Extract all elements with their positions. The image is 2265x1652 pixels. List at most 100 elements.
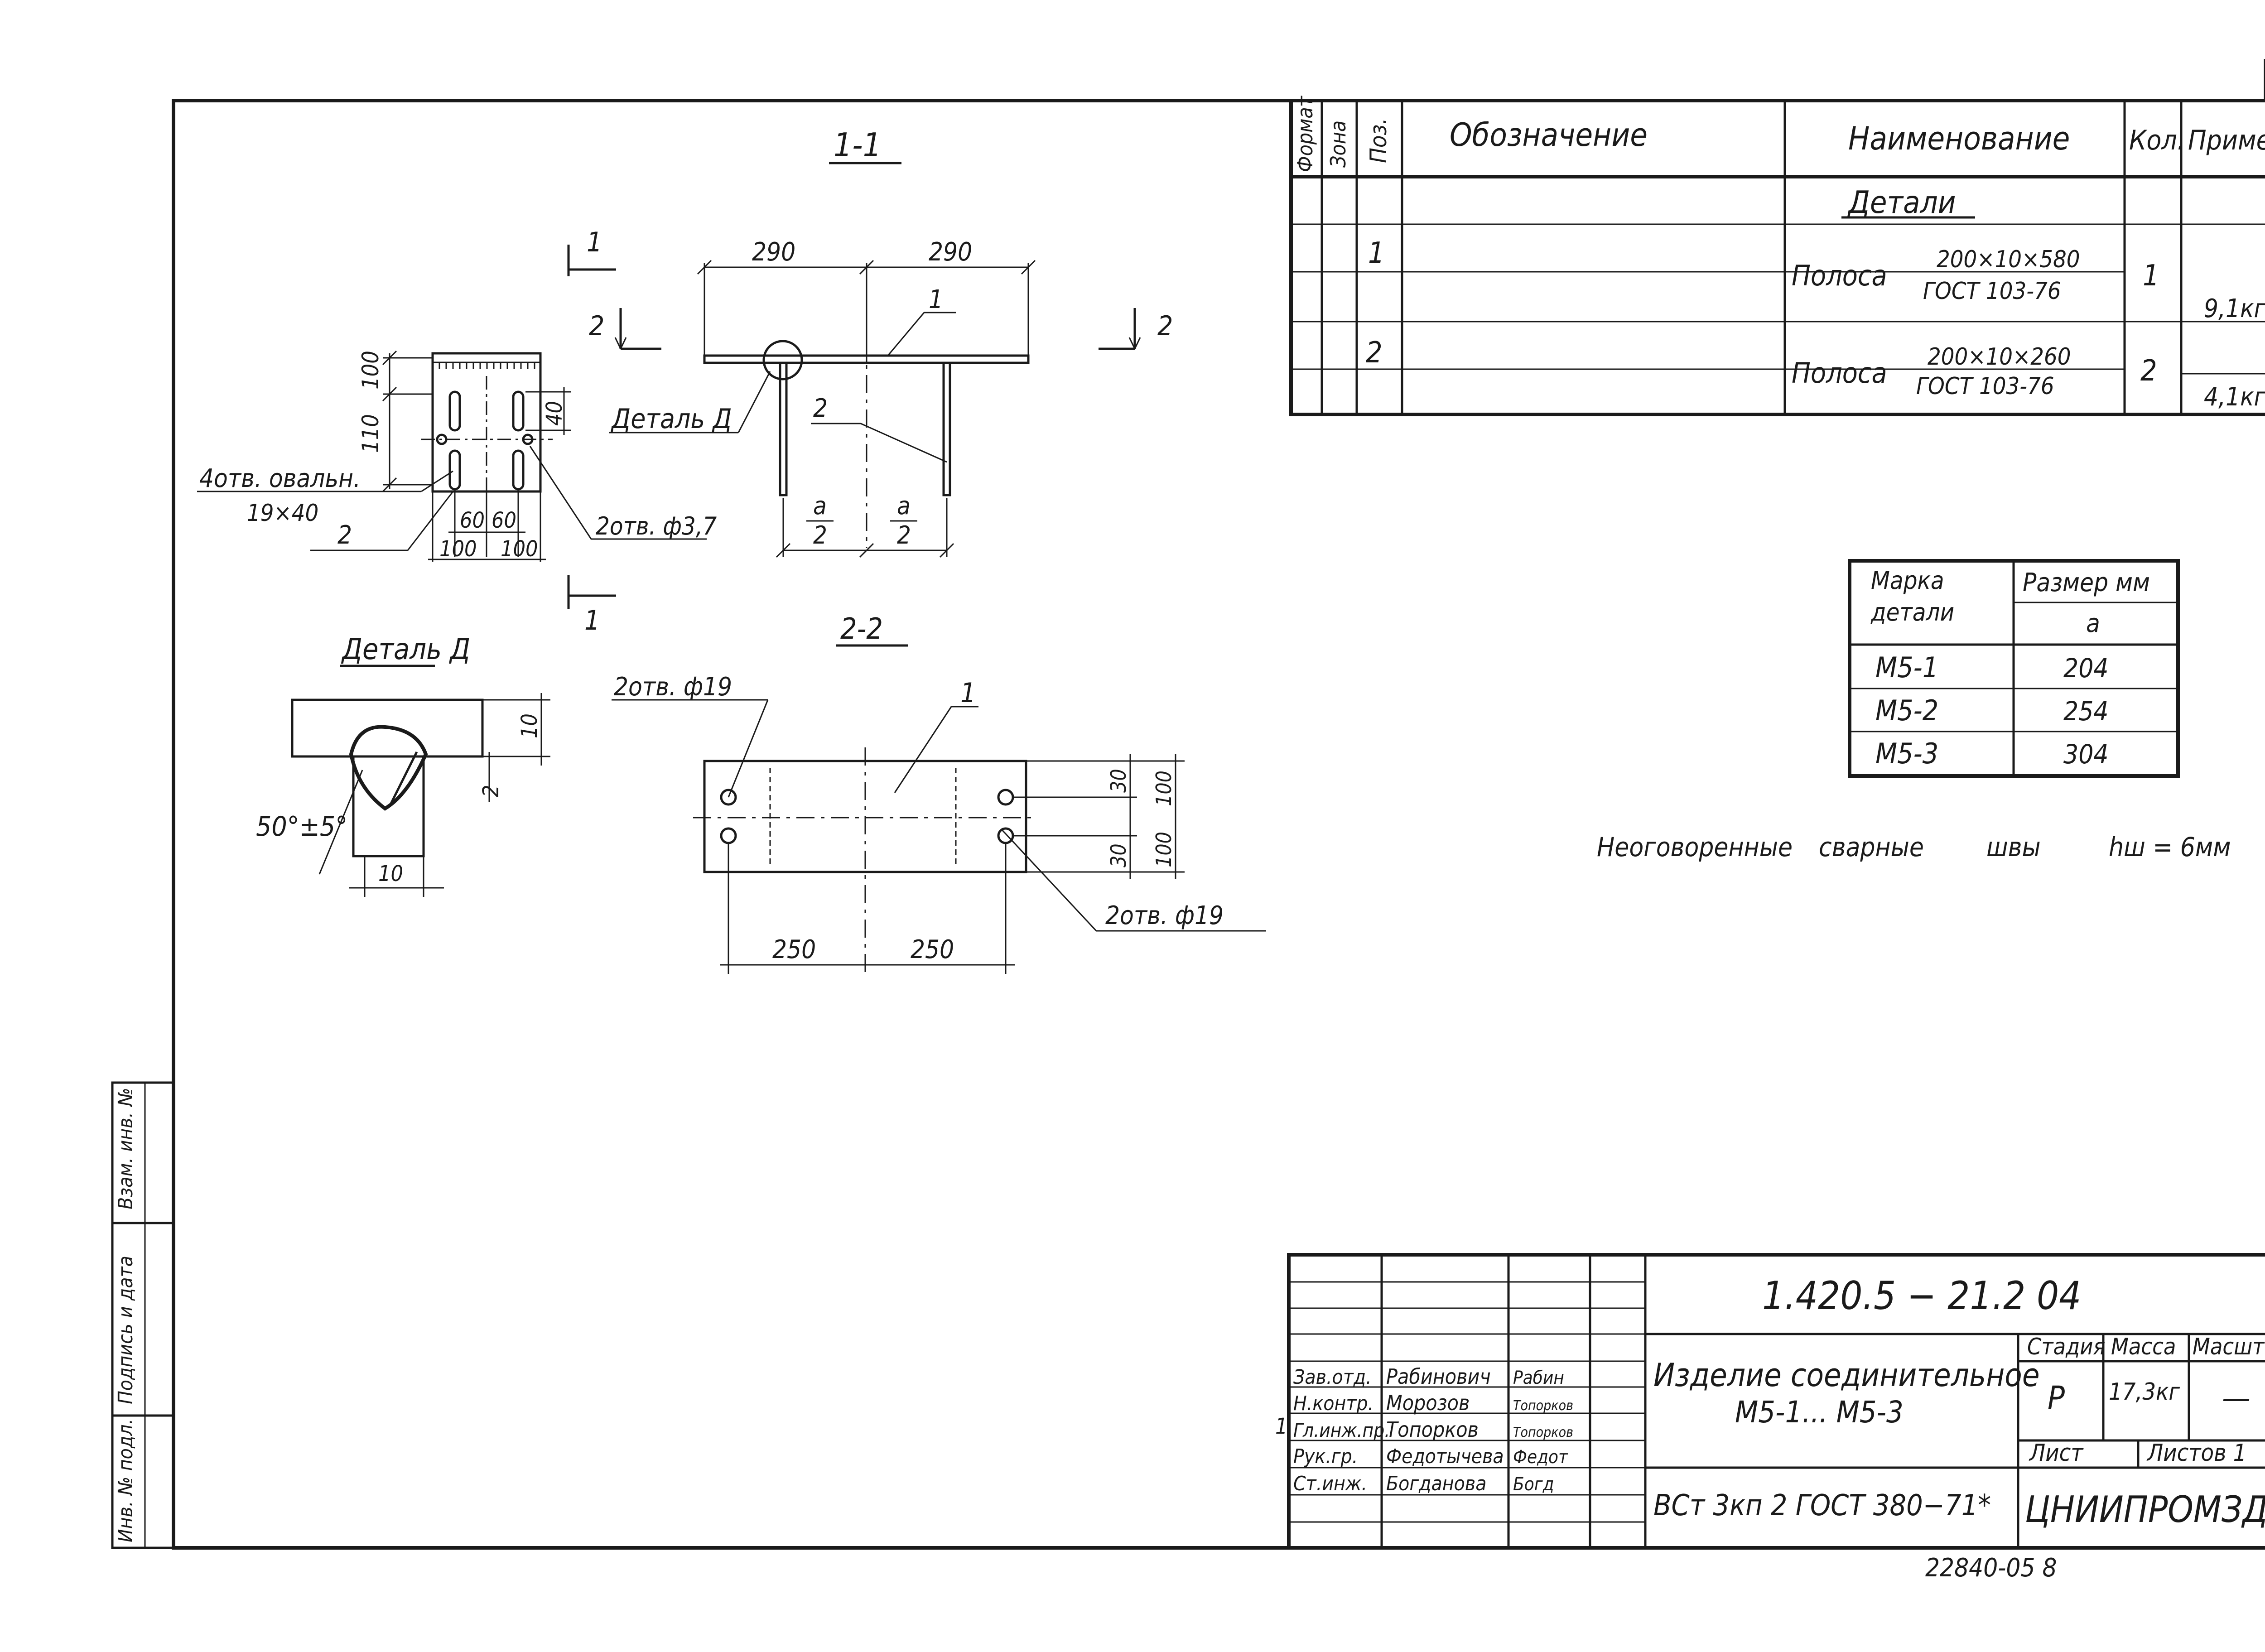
plate-view: 1 1 [197, 226, 717, 636]
round-holes-label: 2отв. ф3,7 [596, 512, 717, 540]
plate-part-2-label: 2 [337, 520, 352, 550]
spec-section-title: Детали [1847, 185, 1956, 221]
weld-note-1: Неоговоренные [1597, 832, 1793, 862]
weld-note: Неоговоренные сварные швы hш = 6мм [1597, 832, 2231, 862]
detail-d: Деталь Д 10 2 10 50°±5° [256, 633, 550, 897]
sig-sign-3: Топорков [1513, 1425, 1573, 1440]
spec-row2-qty: 2 [2140, 354, 2157, 388]
dim-100-bl: 100 [439, 536, 477, 562]
margin-stamp: Взам. инв. № Подпись и дата Инв. № подл. [111, 1081, 175, 1549]
spec-row1-std: ГОСТ 103-76 [1923, 278, 2061, 305]
view-1-1: 1-1 290 290 1 2 a [589, 126, 1173, 558]
dim-250-right: 250 [911, 935, 954, 964]
detail-d-ref: Деталь Д [611, 403, 732, 435]
size-hdr-a: a [2086, 609, 2100, 638]
holes-bottom-label: 2отв. ф19 [1105, 901, 1224, 930]
sig-role-1: Зав.отд. [1293, 1366, 1372, 1389]
dim-40: 40 [542, 401, 567, 426]
part-1-label: 1 [929, 285, 943, 314]
sig-name-4: Федотычева [1386, 1445, 1504, 1468]
dim-290-right: 290 [929, 237, 972, 267]
spec-hdr-pos: Поз. [1365, 118, 1392, 163]
cut-2-left: 2 [589, 310, 604, 342]
weld-note-2: сварные [1819, 832, 1924, 862]
spec-hdr-qty: Кол. [2129, 125, 2185, 156]
spec-row1-name: Полоса [1792, 259, 1887, 292]
size-row1-mark: М5-1 [1875, 651, 1938, 684]
detail-dim-10-bottom: 10 [378, 861, 403, 886]
dim-100-top: 100 [357, 351, 384, 390]
dim-100-top-r: 100 [1152, 771, 1176, 806]
dim-290-left: 290 [752, 237, 795, 267]
dim-a-left: a [813, 491, 827, 520]
spec-row2-std: ГОСТ 103-76 [1916, 373, 2054, 400]
drawing-frame [172, 99, 2265, 1550]
title-block: 1.420.5 − 21.2 04 Изделие соединительное… [1275, 1253, 2265, 1550]
margin-sign-date: Подпись и дата [114, 1256, 137, 1404]
size-hdr-size: Размер мм [2023, 568, 2150, 597]
sig-role-4: Рук.гр. [1293, 1445, 1358, 1468]
spec-row2-pos: 2 [1366, 336, 1383, 370]
spec-hdr-format: Формат [1293, 95, 1317, 172]
size-row2-a: 254 [2063, 696, 2109, 727]
weld-note-3: швы [1986, 832, 2041, 862]
dim-250-left: 250 [772, 935, 816, 964]
stage-label: Стадия [2027, 1334, 2106, 1360]
margin-inv-subst: Взам. инв. № [114, 1088, 137, 1209]
sig-name-3: Топорков [1386, 1417, 1479, 1442]
scale-label: Масштаб [2193, 1334, 2265, 1360]
dim-2-right: 2 [897, 521, 911, 549]
revision-mark: 1 [1275, 1414, 1287, 1439]
part-2-label: 2 [813, 394, 828, 423]
sheets-label: Листов 1 [2146, 1440, 2246, 1467]
holes-top-label: 2отв. ф19 [614, 672, 732, 702]
spec-hdr-note: Примеч. [2188, 125, 2265, 156]
view-2-2-part1: 1 [960, 677, 976, 709]
oval-holes-label: 4отв. овальн. [199, 464, 361, 493]
spec-hdr-name: Наименование [1848, 120, 2070, 157]
spec-row1-pos: 1 [1368, 236, 1385, 270]
weld-note-4: hш = 6мм [2109, 832, 2231, 862]
archive-number: 22840-05 8 [1925, 1553, 2057, 1583]
sig-sign-4: Федот [1513, 1447, 1568, 1468]
sig-name-2: Морозов [1386, 1391, 1470, 1415]
sig-name-5: Богданова [1386, 1472, 1486, 1495]
size-row1-a: 204 [2063, 653, 2109, 684]
sheet-label: Лист [2029, 1440, 2084, 1467]
dim-60-right: 60 [492, 508, 516, 533]
scale-value: — [2222, 1379, 2251, 1416]
sig-name-1: Рабинович [1386, 1364, 1491, 1389]
section-2-2-title: 2-2 [840, 612, 883, 646]
detail-d-title: Деталь Д [341, 633, 470, 666]
spec-hdr-zone: Зона [1326, 120, 1350, 168]
dim-100-br: 100 [501, 536, 538, 562]
spec-row2-size: 200×10×260 [1928, 343, 2071, 371]
dim-100-bottom-r: 100 [1152, 832, 1176, 867]
size-row3-mark: М5-3 [1875, 737, 1938, 770]
dim-a-right: a [897, 491, 911, 520]
size-row2-mark: М5-2 [1875, 694, 1938, 727]
dim-60-left: 60 [460, 508, 485, 533]
section-1-1-title: 1-1 [834, 126, 882, 164]
product-title-1: Изделие соединительное [1653, 1357, 2040, 1394]
spec-row1-size: 200×10×580 [1937, 246, 2080, 273]
dim-110: 110 [357, 414, 384, 453]
organization: ЦНИИПРОМЗДАНИЙ [2025, 1488, 2265, 1531]
dim-30-top: 30 [1106, 769, 1131, 793]
dim-2-left: 2 [813, 521, 827, 549]
spec-table: Формат Зона Поз. Обозначение Наименовани… [1289, 95, 2265, 416]
view-2-2: 2-2 30 100 30 100 250 250 2отв. ф19 [612, 612, 1266, 974]
oval-holes-size: 19×40 [247, 500, 318, 527]
size-row3-a: 304 [2063, 739, 2109, 770]
mass-label: Масса [2111, 1334, 2176, 1360]
sig-role-3: Гл.инж.пр. [1293, 1419, 1390, 1441]
cut-1-bottom: 1 [584, 605, 600, 636]
spec-row2-name: Полоса [1792, 356, 1887, 390]
stage-value: Р [2048, 1379, 2065, 1416]
spec-row1-qty: 1 [2143, 259, 2159, 293]
sig-sign-1: Рабин [1513, 1368, 1564, 1388]
detail-dim-2: 2 [478, 785, 504, 797]
doc-code: 1.420.5 − 21.2 04 [1762, 1273, 2081, 1319]
size-table: Марка детали Размер мм a М5-1 204 М5-2 2… [1848, 559, 2180, 778]
